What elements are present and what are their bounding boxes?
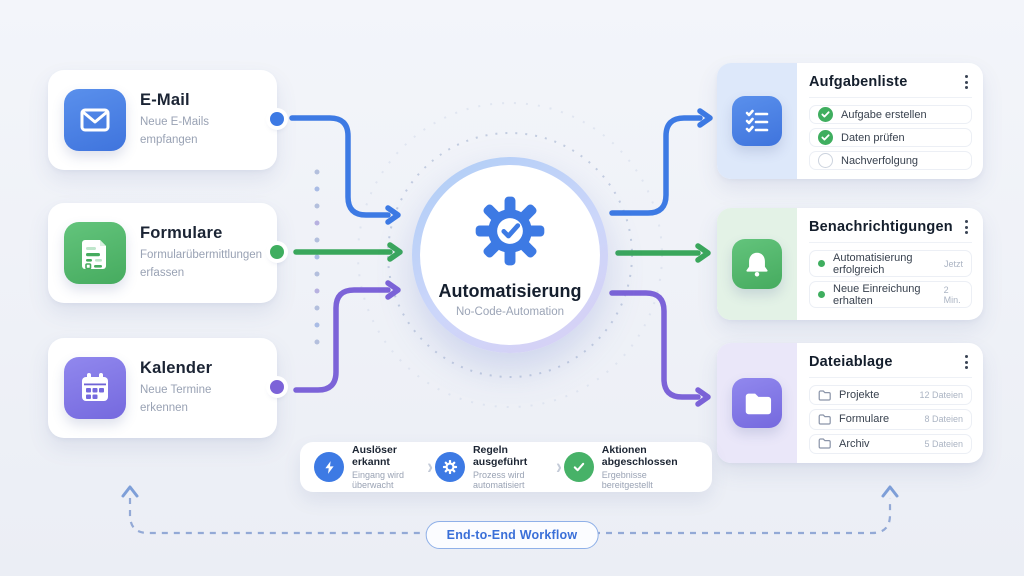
automation-hub: Automatisierung No-Code-Automation: [412, 157, 608, 353]
task-label: Daten prüfen: [841, 131, 905, 144]
folder-count: 5 Dateien: [924, 438, 963, 449]
empty-circle-icon: [818, 153, 833, 168]
folder-label: Projekte: [839, 389, 880, 402]
bell-icon: [732, 239, 782, 289]
folder-count: 8 Dateien: [924, 414, 963, 425]
folder-row: Projekte 12 Dateien: [809, 385, 972, 406]
connector-calendar-to-hub: [293, 287, 391, 393]
notification-time: 2 Min.: [943, 284, 961, 305]
pipeline-step-rules: Regeln ausgeführt Prozess wird automatis…: [434, 444, 554, 490]
source-card-email: E-Mail Neue E-Mails empfangen: [48, 70, 284, 170]
kebab-menu-icon[interactable]: [961, 73, 972, 91]
arrowhead: [387, 242, 403, 262]
arrow-up-right: [881, 485, 899, 498]
gear-icon: [434, 452, 465, 482]
chevron-right-icon: ›: [427, 454, 433, 479]
connector-port: [270, 245, 284, 259]
calendar-icon: [64, 357, 126, 419]
folder-outline-icon: [818, 438, 831, 449]
output-card-tasks: Aufgabenliste Aufgabe erstellen Daten pr…: [717, 63, 983, 179]
task-row: Daten prüfen: [809, 128, 972, 147]
task-row: Nachverfolgung: [809, 151, 972, 170]
arrowhead: [385, 280, 401, 300]
task-label: Aufgabe erstellen: [841, 108, 927, 121]
notification-row: Neue Einreichung erhalten 2 Min.: [809, 281, 972, 308]
source-title: E-Mail: [140, 91, 190, 110]
connector-hub-to-files: [609, 290, 701, 400]
notification-time: Jetzt: [943, 258, 963, 269]
end-to-end-workflow-label: End-to-End Workflow: [425, 521, 599, 549]
envelope-icon: [64, 89, 126, 151]
status-dot-icon: [818, 291, 825, 298]
step-title: Regeln ausgeführt: [472, 444, 528, 468]
checklist-icon: [732, 96, 782, 146]
notification-row: Automatisierung erfolgreich Jetzt: [809, 250, 972, 277]
step-desc: Ergebnisse bereitgestellt: [601, 470, 653, 490]
step-desc: Prozess wird automatisiert: [472, 470, 525, 490]
pipeline-strip: Auslöser erkannt Eingang wird überwacht …: [300, 442, 712, 492]
connector-hub-to-tasks: [609, 115, 703, 216]
source-title: Formulare: [140, 224, 223, 243]
connector-email-to-hub: [289, 115, 391, 218]
arrowhead: [695, 243, 711, 263]
arrowhead: [385, 205, 401, 225]
end-to-end-dashed-path: [128, 498, 892, 535]
chevron-right-icon: ›: [556, 454, 562, 479]
output-title: Benachrichtigungen: [809, 219, 953, 235]
folder-count: 12 Dateien: [919, 390, 963, 401]
dotted-column: [314, 169, 320, 345]
connector-port: [270, 380, 284, 394]
source-card-forms: Formulare Formularübermittlungen erfasse…: [48, 203, 284, 303]
notification-label: Neue Einreichung erhalten: [833, 282, 921, 307]
folder-row: Formulare 8 Dateien: [809, 409, 972, 430]
folder-icon: [732, 378, 782, 428]
task-label: Nachverfolgung: [841, 154, 919, 167]
hub-subtitle: No-Code-Automation: [455, 306, 565, 318]
pipeline-step-trigger: Auslöser erkannt Eingang wird überwacht: [314, 444, 425, 490]
check-circle-icon: [818, 107, 833, 122]
arrowhead: [697, 108, 713, 128]
step-desc: Eingang wird überwacht: [352, 470, 405, 490]
status-dot-icon: [818, 260, 825, 267]
step-title: Auslöser erkannt: [352, 444, 397, 468]
form-icon: [64, 222, 126, 284]
check-circle-icon: [818, 130, 833, 145]
output-card-notifications: Benachrichtigungen Automatisierung erfol…: [717, 208, 983, 320]
source-desc: Neue Termine erkennen: [140, 384, 212, 414]
folder-outline-icon: [818, 390, 831, 401]
source-title: Kalender: [140, 359, 213, 378]
notification-label: Automatisierung erfolgreich: [833, 251, 913, 276]
connector-port: [270, 112, 284, 126]
kebab-menu-icon[interactable]: [961, 218, 972, 236]
check-icon: [563, 452, 594, 482]
folder-outline-icon: [818, 414, 831, 425]
gear-check-icon: [471, 192, 549, 275]
arrow-up-left: [121, 485, 139, 498]
folder-label: Archiv: [839, 437, 870, 450]
output-title: Dateiablage: [809, 354, 893, 370]
pipeline-step-actions: Aktionen abgeschlossen Ergebnisse bereit…: [563, 444, 698, 490]
task-row: Aufgabe erstellen: [809, 105, 972, 124]
folder-label: Formulare: [839, 413, 890, 426]
folder-row: Archiv 5 Dateien: [809, 433, 972, 454]
kebab-menu-icon[interactable]: [961, 353, 972, 371]
source-card-calendar: Kalender Neue Termine erkennen: [48, 338, 284, 438]
output-title: Aufgabenliste: [809, 74, 908, 90]
lightning-icon: [314, 452, 344, 482]
source-desc: Formularübermittlungen erfassen: [140, 249, 263, 279]
output-card-files: Dateiablage Projekte 12 Dateien Formular…: [717, 343, 983, 463]
step-title: Aktionen abgeschlossen: [601, 444, 678, 468]
source-desc: Neue E-Mails empfangen: [140, 116, 210, 146]
arrowhead: [695, 387, 711, 407]
hub-title: Automatisierung: [438, 281, 582, 301]
